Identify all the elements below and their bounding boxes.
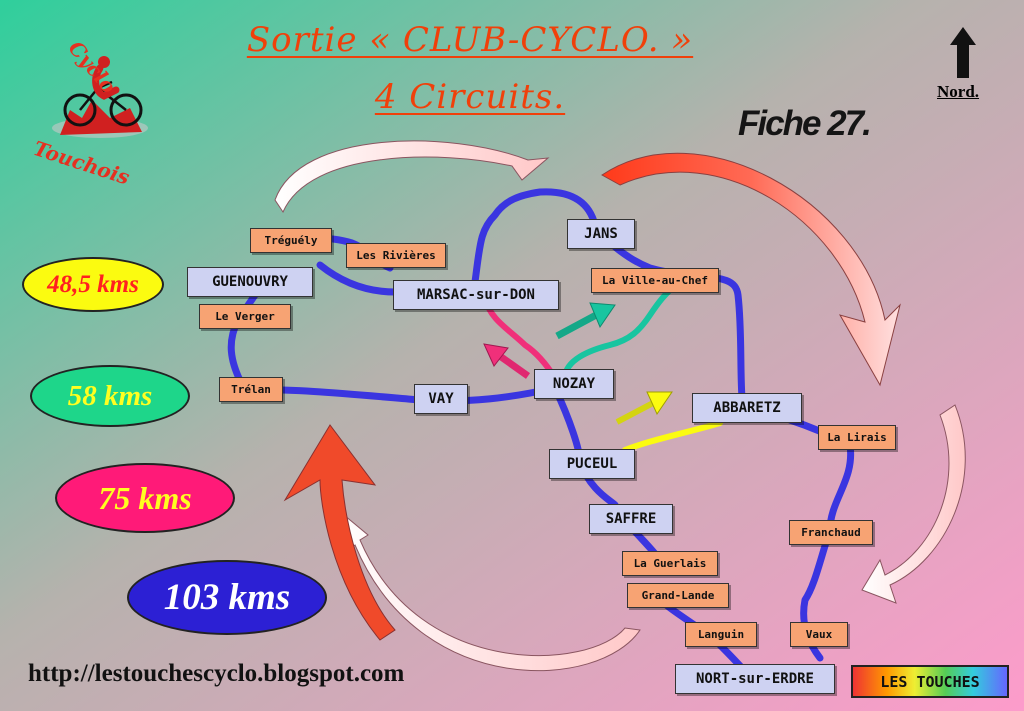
town-saffre: SAFFRE [589, 504, 673, 534]
village-grand-lande: Grand-Lande [627, 583, 729, 608]
village-la-lirais: La Lirais [818, 425, 896, 450]
curved-arrow-top-left [274, 140, 550, 214]
direction-arrow-pink [483, 343, 531, 379]
distance-103-kms: 103 kms [127, 560, 327, 635]
curved-arrow-right [861, 404, 966, 604]
village-la-guerlais: La Guerlais [622, 551, 718, 576]
town-marsac-sur-don: MARSAC-sur-DON [393, 280, 559, 310]
town-nozay: NOZAY [534, 369, 614, 399]
village-languin: Languin [685, 622, 757, 647]
distance-48-kms: 48,5 kms [22, 257, 164, 312]
club-logo-icon [52, 56, 148, 138]
village-les-rivieres: Les Rivières [346, 243, 446, 268]
curved-arrow-top-right [601, 152, 901, 387]
curved-arrow-left [283, 424, 396, 641]
town-abbaretz: ABBARETZ [692, 393, 802, 423]
route-48-kms [622, 420, 723, 453]
town-guenouvry: GUENOUVRY [187, 267, 313, 297]
distance-58-kms: 58 kms [30, 365, 190, 427]
town-vay: VAY [414, 384, 468, 414]
north-arrow-icon [950, 27, 976, 78]
town-puceul: PUCEUL [549, 449, 635, 479]
town-jans: JANS [567, 219, 635, 249]
website-url: http://lestouchescyclo.blogspot.com [28, 660, 405, 687]
route-75-kms [482, 295, 558, 381]
page-subtitle: 4 Circuits. [374, 77, 566, 117]
les-touches-label: LES TOUCHES [851, 665, 1009, 698]
distance-75-kms: 75 kms [55, 463, 235, 533]
direction-arrow-green [555, 302, 616, 340]
village-trelan: Trélan [219, 377, 283, 402]
fiche-number: Fiche 27. [738, 104, 872, 143]
north-label: Nord. [937, 82, 980, 101]
village-le-verger: Le Verger [199, 304, 291, 329]
page-title: Sortie « CLUB-CYCLO. » [246, 20, 694, 60]
village-franchaud: Franchaud [789, 520, 873, 545]
village-la-ville-au-chef: La Ville-au-Chef [591, 268, 719, 293]
village-treguely: Tréguély [250, 228, 332, 253]
village-vaux: Vaux [790, 622, 848, 647]
direction-arrow-yellow [615, 391, 673, 425]
route-58-kms [562, 287, 673, 381]
town-nort-sur-erdre: NORT-sur-ERDRE [675, 664, 835, 694]
